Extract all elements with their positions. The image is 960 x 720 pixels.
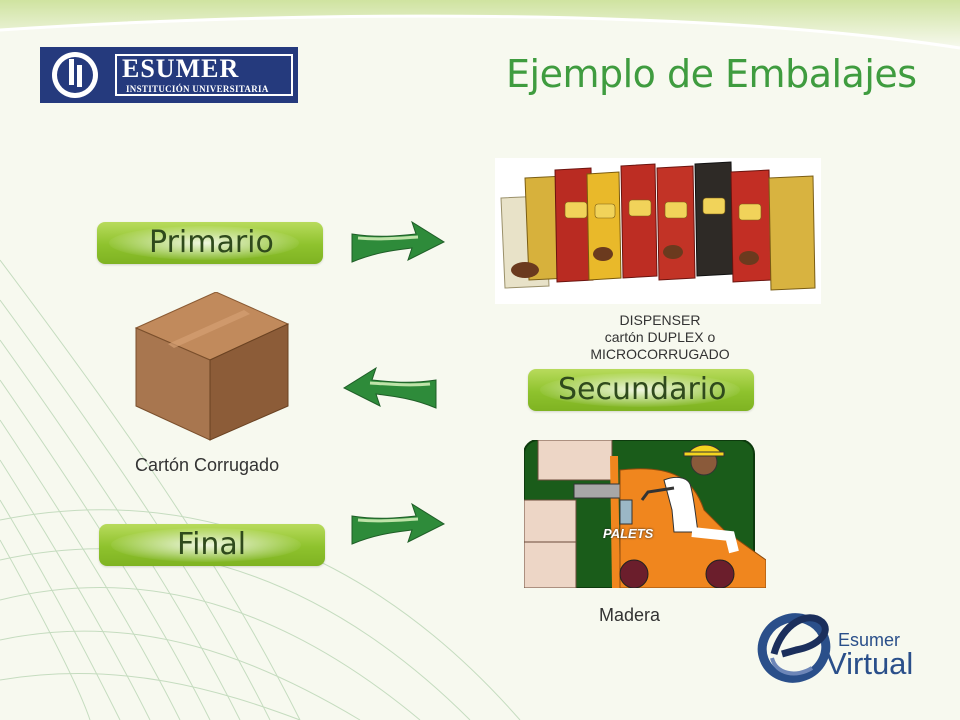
dispenser-line-3: MICROCORRUGADO (590, 346, 730, 362)
dispenser-caption: DISPENSER cartón DUPLEX o MICROCORRUGADO (560, 312, 760, 363)
carton-caption: Cartón Corrugado (135, 455, 280, 475)
dispenser-line-2: cartón DUPLEX o (604, 329, 716, 345)
logo-name: ESUMER (122, 54, 240, 83)
primario-label: Primario (97, 222, 323, 264)
madera-caption: Madera (599, 605, 661, 625)
product-boxes-image (495, 158, 821, 304)
forklift-image (524, 440, 766, 588)
palets-label: PALETS (603, 526, 654, 541)
virtual-logo-line-2: Virtual (826, 646, 914, 681)
cardboard-box-image (134, 292, 290, 441)
final-text: Final (177, 527, 247, 562)
primario-text: Primario (149, 225, 274, 260)
esumer-virtual-logo: Esumer Virtual (752, 602, 932, 684)
virtual-logo-line-1: Esumer (838, 630, 901, 650)
logo-subtitle: INSTITUCIÓN UNIVERSITARIA (126, 84, 269, 94)
page-title: Ejemplo de Embalajes (506, 52, 917, 96)
e-emblem-icon (757, 613, 831, 683)
arrow-right-icon (351, 220, 446, 263)
esumer-logo: ESUMER INSTITUCIÓN UNIVERSITARIA (40, 47, 298, 103)
final-label: Final (99, 524, 325, 566)
secundario-text: Secundario (558, 372, 727, 407)
dispenser-line-1: DISPENSER (619, 312, 701, 328)
secundario-label: Secundario (528, 369, 754, 411)
arrow-right-icon (351, 502, 446, 545)
arrow-left-icon (342, 366, 437, 409)
